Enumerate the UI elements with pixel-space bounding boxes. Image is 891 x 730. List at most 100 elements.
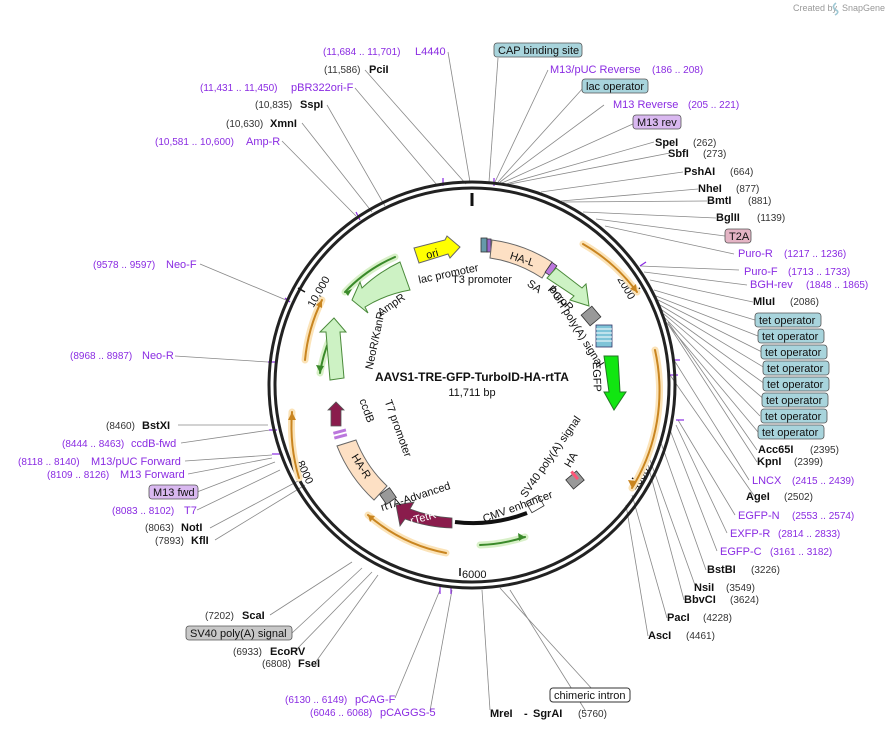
tet-operator-box-7[interactable]: tet operator bbox=[760, 408, 828, 424]
primer-label[interactable]: M13 Reverse bbox=[613, 99, 678, 111]
cap-binding-site-box[interactable]: CAP binding site bbox=[493, 42, 583, 58]
ha-r-feature[interactable] bbox=[336, 439, 388, 501]
primer-label[interactable]: Amp-R bbox=[246, 136, 280, 148]
tet-operator-box-4[interactable]: tet operator bbox=[762, 360, 830, 376]
enzyme-label[interactable]: Acc65I bbox=[758, 444, 793, 456]
rtetr-feature[interactable] bbox=[395, 501, 453, 529]
ori-label: ori bbox=[425, 247, 440, 262]
enzyme-label[interactable]: NsiI bbox=[694, 582, 714, 594]
primer-label[interactable]: pCAGGS-5 bbox=[380, 707, 436, 719]
primer-label[interactable]: M13 Forward bbox=[120, 469, 185, 481]
enzyme-label[interactable]: SspI bbox=[300, 99, 323, 111]
tet-operator-box-3[interactable]: tet operator bbox=[760, 344, 828, 360]
primer-label[interactable]: ccdB-fwd bbox=[131, 438, 176, 450]
m13-rev-box[interactable]: M13 rev bbox=[632, 114, 682, 130]
small-gray-feature[interactable] bbox=[379, 487, 397, 505]
tet-operator-box-1[interactable]: tet operator bbox=[754, 312, 822, 328]
enzyme-label[interactable]: EcoRV bbox=[270, 646, 306, 658]
enzyme-label[interactable]: PshAI bbox=[684, 166, 715, 178]
ccdb-feature[interactable] bbox=[327, 401, 345, 427]
ha-label: HA bbox=[562, 450, 580, 470]
enzyme-label[interactable]: ScaI bbox=[242, 610, 265, 622]
enzyme-label[interactable]: BstXI bbox=[142, 420, 170, 432]
tet-operator-label: tet operator bbox=[765, 347, 822, 359]
m13-rev-label: M13 rev bbox=[637, 117, 677, 129]
primer-position: (8083 .. 8102) bbox=[112, 506, 174, 517]
primer-position: (10,581 .. 10,600) bbox=[155, 137, 234, 148]
primer-label[interactable]: LNCX bbox=[752, 475, 782, 487]
enzyme-label[interactable]: SgrAI bbox=[533, 708, 562, 720]
credit-brand: SnapGene bbox=[842, 3, 885, 13]
enzyme-label[interactable]: NheI bbox=[698, 183, 722, 195]
primer-label[interactable]: pBR322ori-F bbox=[291, 82, 354, 94]
enzymes-right: SpeI (262) SbfI (273) PshAI (664) NheI (… bbox=[648, 137, 839, 642]
tet-operator-block[interactable] bbox=[595, 324, 613, 348]
primer-label[interactable]: T7 bbox=[184, 505, 197, 517]
enzyme-label[interactable]: BglII bbox=[716, 212, 740, 224]
t7-marker-2 bbox=[333, 433, 348, 440]
egfp-label: EGFP bbox=[590, 362, 603, 392]
t2a-label: T2A bbox=[729, 231, 750, 243]
tet-operator-label: tet operator bbox=[767, 379, 824, 391]
tet-operator-box-5[interactable]: tet operator bbox=[762, 376, 830, 392]
primer-label[interactable]: Neo-R bbox=[142, 350, 174, 362]
enzyme-label[interactable]: PciI bbox=[369, 64, 389, 76]
ha-feature[interactable] bbox=[565, 470, 585, 490]
primer-label[interactable]: M13/pUC Forward bbox=[91, 456, 181, 468]
primer-position: (11,684 .. 11,701) bbox=[323, 47, 400, 58]
enzyme-label[interactable]: FseI bbox=[298, 658, 320, 670]
primer-label[interactable]: M13/pUC Reverse bbox=[550, 64, 640, 76]
enzyme-label[interactable]: BstBI bbox=[707, 564, 736, 576]
enzyme-label[interactable]: PacI bbox=[667, 612, 690, 624]
enzyme-separator: - bbox=[524, 708, 528, 720]
m13-fwd-box[interactable]: M13 fwd bbox=[148, 484, 199, 500]
tet-operator-label: tet operator bbox=[762, 331, 819, 343]
enzyme-label[interactable]: MluI bbox=[753, 296, 775, 308]
primer-label[interactable]: EGFP-C bbox=[720, 546, 762, 558]
cmv-label: CMV enhancer bbox=[481, 489, 554, 525]
puror-feature[interactable] bbox=[546, 267, 590, 307]
neor-feature[interactable] bbox=[318, 317, 348, 381]
primer-label[interactable]: BGH-rev bbox=[750, 279, 793, 291]
enzyme-label[interactable]: AscI bbox=[648, 630, 671, 642]
green-arcs bbox=[316, 253, 529, 549]
enzyme-label[interactable]: SbfI bbox=[668, 148, 689, 160]
enzyme-position: (8063) bbox=[145, 523, 174, 534]
enzyme-label[interactable]: NotI bbox=[181, 522, 202, 534]
tet-operator-box-2[interactable]: tet operator bbox=[757, 328, 825, 344]
primer-label[interactable]: EXFP-R bbox=[730, 528, 770, 540]
primer-label[interactable]: Puro-F bbox=[744, 266, 778, 278]
tet-operator-label: tet operator bbox=[762, 427, 819, 439]
tet-operator-box-8[interactable]: tet operator bbox=[757, 424, 825, 440]
primer-label[interactable]: pCAG-F bbox=[355, 694, 396, 706]
enzyme-label[interactable]: KflI bbox=[191, 535, 209, 547]
sv40-polya-signal-box[interactable]: SV40 poly(A) signal bbox=[185, 625, 293, 641]
t3-promoter-label: T3 promoter bbox=[452, 274, 512, 286]
enzyme-label[interactable]: AgeI bbox=[746, 491, 770, 503]
enzyme-label[interactable]: KpnI bbox=[757, 456, 781, 468]
tick-label-6000: 6000 bbox=[462, 569, 486, 581]
primer-label[interactable]: EGFP-N bbox=[738, 510, 780, 522]
bgh-polya-feature[interactable] bbox=[580, 305, 602, 327]
enzyme-label[interactable]: MreI bbox=[490, 708, 513, 720]
primer-label[interactable]: Puro-R bbox=[738, 248, 773, 260]
enzyme-label[interactable]: SpeI bbox=[655, 137, 678, 149]
primer-label[interactable]: L4440 bbox=[415, 46, 446, 58]
enzyme-label[interactable]: BbvCI bbox=[684, 594, 716, 606]
ampr-feature[interactable] bbox=[351, 261, 411, 314]
chimeric-intron-box[interactable]: chimeric intron bbox=[549, 687, 631, 703]
primer-position: (8109 .. 8126) bbox=[47, 470, 109, 481]
primer-label[interactable]: Neo-F bbox=[166, 259, 197, 271]
white-feature[interactable] bbox=[525, 494, 545, 514]
lac-operator-box[interactable]: lac operator bbox=[581, 78, 649, 94]
t2a-box[interactable]: T2A bbox=[724, 228, 752, 244]
enzyme-position: (3624) bbox=[730, 595, 759, 606]
lac-promoter-feature[interactable] bbox=[480, 237, 488, 253]
egfp-feature[interactable] bbox=[603, 355, 627, 411]
primer-position: (6046 .. 6068) bbox=[310, 708, 372, 719]
tet-operator-box-6[interactable]: tet operator bbox=[761, 392, 829, 408]
enzyme-label[interactable]: BmtI bbox=[707, 195, 731, 207]
ori-feature[interactable] bbox=[413, 235, 461, 264]
enzyme-label[interactable]: XmnI bbox=[270, 118, 297, 130]
backbone-outer bbox=[267, 180, 677, 590]
